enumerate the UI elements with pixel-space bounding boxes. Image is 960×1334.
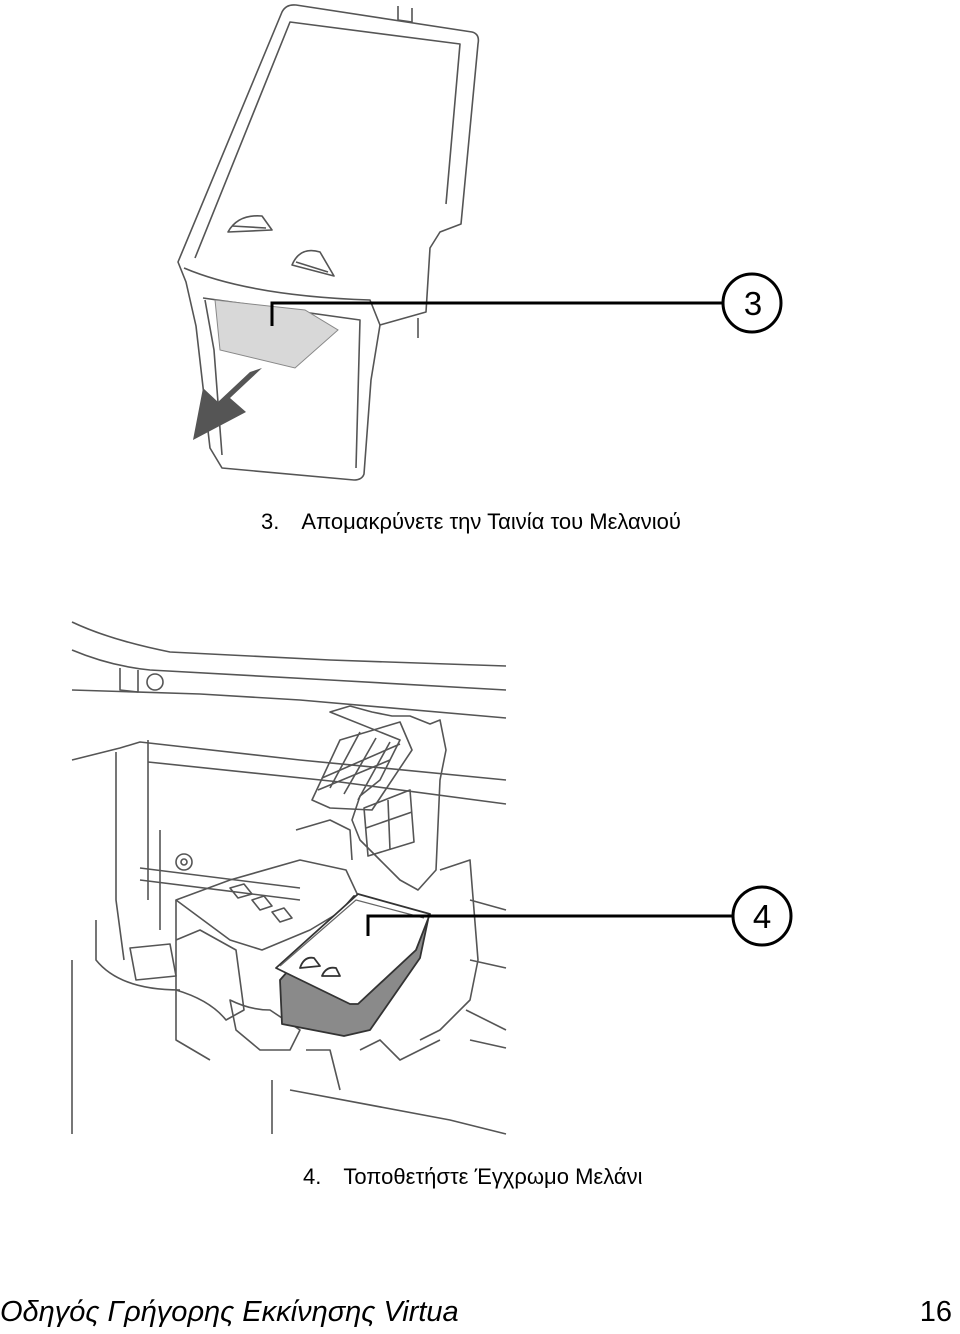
callout-4-number: 4 xyxy=(752,898,772,935)
step-3-number: 3. xyxy=(261,509,280,534)
footer-guide-title: Οδηγός Γρήγορης Εκκίνησης Virtua xyxy=(0,1296,459,1328)
printer-carriage-illustration xyxy=(71,621,793,1135)
callout-3-number: 3 xyxy=(743,285,763,322)
cartridge-tape-illustration xyxy=(177,4,783,481)
footer-page-number: 16 xyxy=(919,1296,952,1328)
step-4-number: 4. xyxy=(303,1164,322,1189)
step-4-caption: 4. Τοποθετήστε Έγχρωμο Μελάνι xyxy=(303,1166,643,1188)
step-3-text: Απομακρύνετε την Ταινία του Μελανιού xyxy=(301,509,681,534)
step-3-caption: 3. Απομακρύνετε την Ταινία του Μελανιού xyxy=(261,511,681,533)
step-4-text: Τοποθετήστε Έγχρωμο Μελάνι xyxy=(343,1164,643,1189)
